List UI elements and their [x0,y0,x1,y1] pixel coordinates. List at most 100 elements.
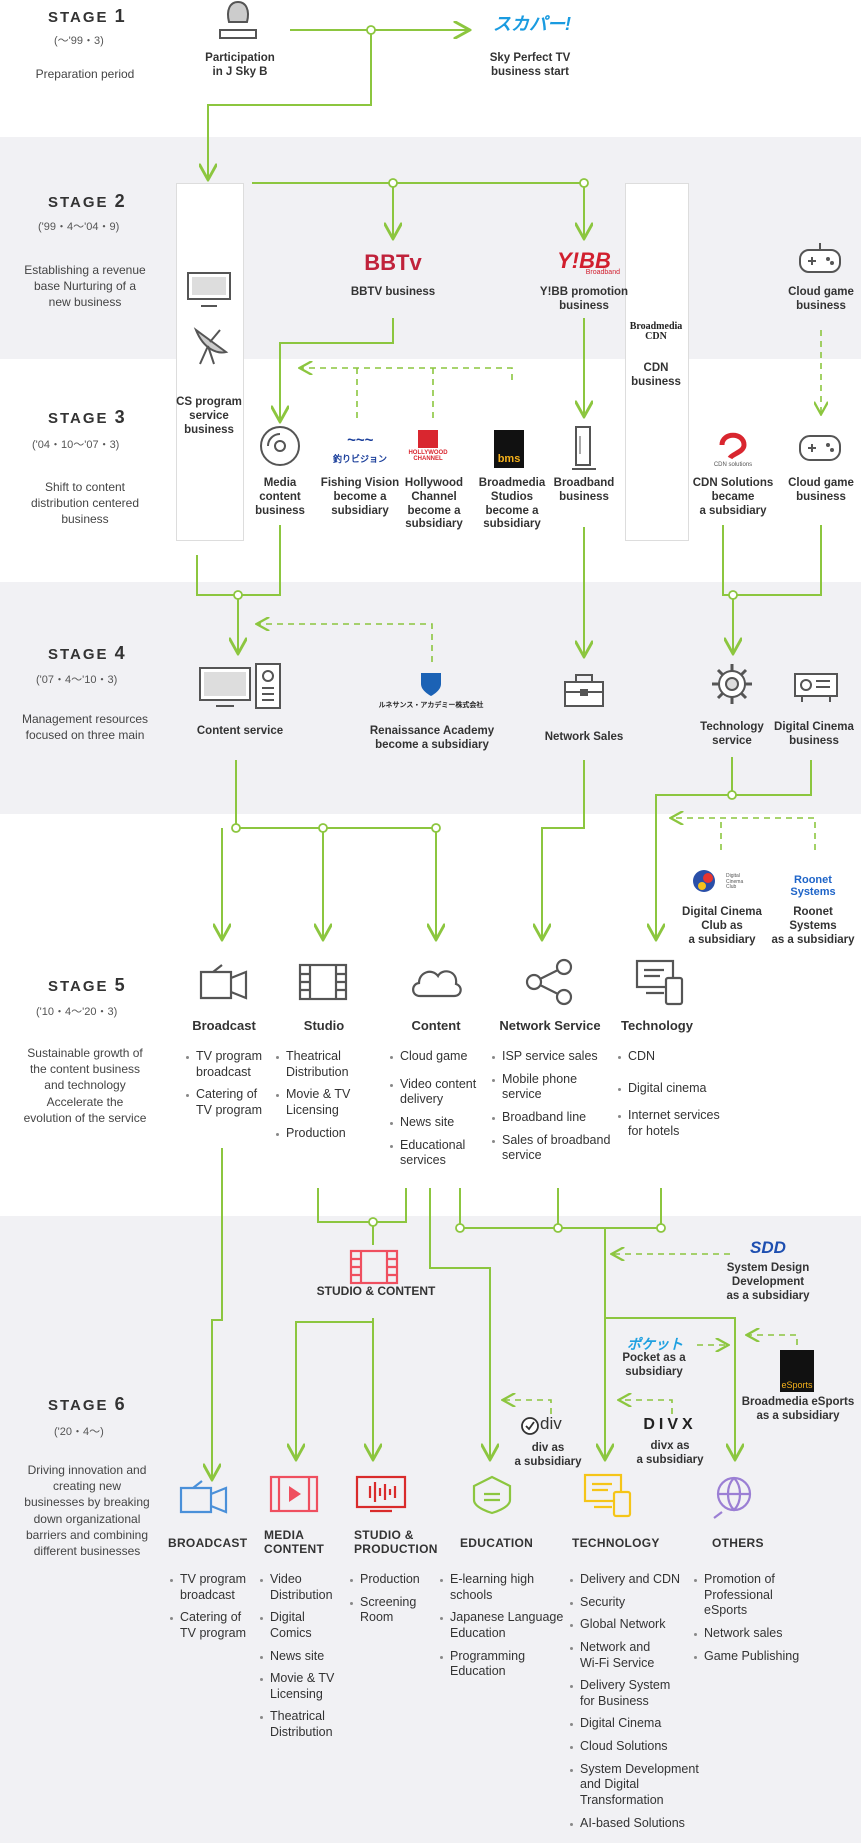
pocket-label: Pocket as a subsidiary [622,1352,686,1378]
studio-content-film-icon [349,1249,399,1285]
stage3-number: 3 [114,407,127,427]
list-item: Catering of TV program [170,1610,270,1641]
studio-content-label: STUDIO & CONTENT [316,1284,436,1298]
list-item: Delivery System for Business [570,1678,710,1709]
media-player-icon [269,1475,319,1513]
s6-broadcast-list: TV program broadcast Catering of TV prog… [170,1572,270,1649]
renaissance-logo: ルネサンス・アカデミー株式会社 [378,702,484,709]
tv-monitor-icon [187,272,231,307]
s6-media-content-list: Video Distribution Digital Comics News s… [260,1572,360,1748]
list-item: Security [570,1595,710,1611]
education-shield-icon [472,1475,512,1515]
share-network-icon [525,958,573,1006]
list-item: Educational services [390,1138,500,1169]
cs-program-label: CS program service business [176,396,242,436]
broadmedia-studios-label: Broadmedia Studios become a subsidiary [478,477,546,531]
tv-remote-icon [199,663,281,709]
cloud-game-label-s2: Cloud game business [788,286,854,312]
divx-label: divx as a subsidiary [636,1440,704,1466]
fishing-vision-label: Fishing Vision become a subsidiary [320,477,400,517]
s6-technology-list: Delivery and CDN Security Global Network… [570,1572,710,1838]
list-item: Promotion of Professional eSports [694,1572,824,1619]
stage5-period: ('10・4〜'20・3) [36,1006,118,1018]
s5-studio-list: Theatrical Distribution Movie & TV Licen… [276,1049,376,1148]
list-item: Video Distribution [260,1572,360,1603]
s5-technology-list: CDN Digital cinema Internet services for… [618,1049,738,1147]
list-item: TV program broadcast [186,1049,286,1080]
film-strip-icon [298,963,348,1001]
jskyb-label: Participation in J Sky B [205,52,275,78]
renaissance-shield-icon [421,673,441,696]
stage2-period: ('99・4〜'04・9) [38,221,120,233]
list-item: AI-based Solutions [570,1816,710,1832]
content-service-label: Content service [196,725,284,737]
hollywood-channel-icon [418,430,438,448]
stage4-desc: Management resources focused on three ma… [21,712,149,743]
esports-label: Broadmedia eSports as a subsidiary [741,1396,855,1422]
list-item: News site [390,1115,500,1131]
s6-technology-title: TECHNOLOGY [572,1536,660,1550]
stage2-number: 2 [114,191,127,211]
stage3-desc: Shift to content distribution centered b… [30,480,140,527]
s6-broadcast-title: BROADCAST [168,1536,248,1550]
list-item: Broadband line [492,1110,622,1126]
stage6-desc: Driving innovation and creating new busi… [24,1463,150,1558]
stage1-period: (〜'99・3) [54,35,104,47]
s5-technology-title: Technology [621,1018,693,1033]
router-icon [572,426,596,470]
person-icon [219,0,257,39]
bbtv-label: BBTV business [350,286,436,298]
list-item: Internet services for hotels [618,1108,738,1139]
cloud-game-label-s3: Cloud game business [788,477,854,503]
renaissance-label: Renaissance Academy become a subsidiary [369,725,495,751]
cdn-logo: Broadmedia CDN [629,321,683,342]
devices-icon [635,959,684,1006]
list-item: Video content delivery [390,1077,500,1108]
s5-broadcast-title: Broadcast [192,1018,256,1033]
stage4-number: 4 [114,643,127,663]
list-item: Catering of TV program [186,1087,286,1118]
hollywood-channel-logo: HOLLYWOOD CHANNEL [408,450,448,462]
hollywood-channel-label: Hollywood Channel become a subsidiary [404,477,464,531]
bms-logo: bms [494,430,524,468]
media-content-label: Media content business [255,477,305,517]
stage1-number: 1 [114,6,127,26]
list-item: Production [276,1126,376,1142]
s6-others-title: OTHERS [712,1536,764,1550]
cdn-label: CDN business [631,362,681,388]
list-item: Network and Wi-Fi Service [570,1640,710,1671]
broadcast-icon-s6 [179,1480,228,1514]
list-item: Cloud Solutions [570,1739,710,1755]
gear-icon [712,664,752,704]
s6-others-list: Promotion of Professional eSports Networ… [694,1572,824,1671]
s5-studio-title: Studio [303,1018,345,1033]
cloud-icon [412,970,462,998]
roonet-label: Roonet Systems as a subsidiary [771,906,855,946]
toolbox-icon [564,674,604,707]
stage6-period: ('20・4〜) [54,1426,104,1438]
s5-broadcast-list: TV program broadcast Catering of TV prog… [186,1049,286,1126]
list-item: Network sales [694,1626,824,1642]
list-item: Movie & TV Licensing [260,1671,360,1702]
globe-icon [713,1476,752,1519]
div-check-icon [521,1417,539,1435]
digital-cinema-label: Digital Cinema business [774,721,854,747]
cdn-solutions-icon [719,432,747,460]
broadband-label: Broadband business [553,477,615,503]
list-item: Sales of broadband service [492,1133,622,1164]
list-item: News site [260,1649,360,1665]
list-item: Theatrical Distribution [276,1049,376,1080]
sdd-logo: SDD [750,1238,786,1257]
stage5-desc: Sustainable growth of the content busine… [23,1046,147,1125]
list-item: Screening Room [350,1595,450,1626]
game-controller-icon [799,243,841,273]
list-item: Theatrical Distribution [260,1709,360,1740]
stage3-period: ('04・10〜'07・3) [32,439,120,451]
s5-content-list: Cloud game Video content delivery News s… [390,1049,500,1176]
stage5-number: 5 [114,975,127,995]
